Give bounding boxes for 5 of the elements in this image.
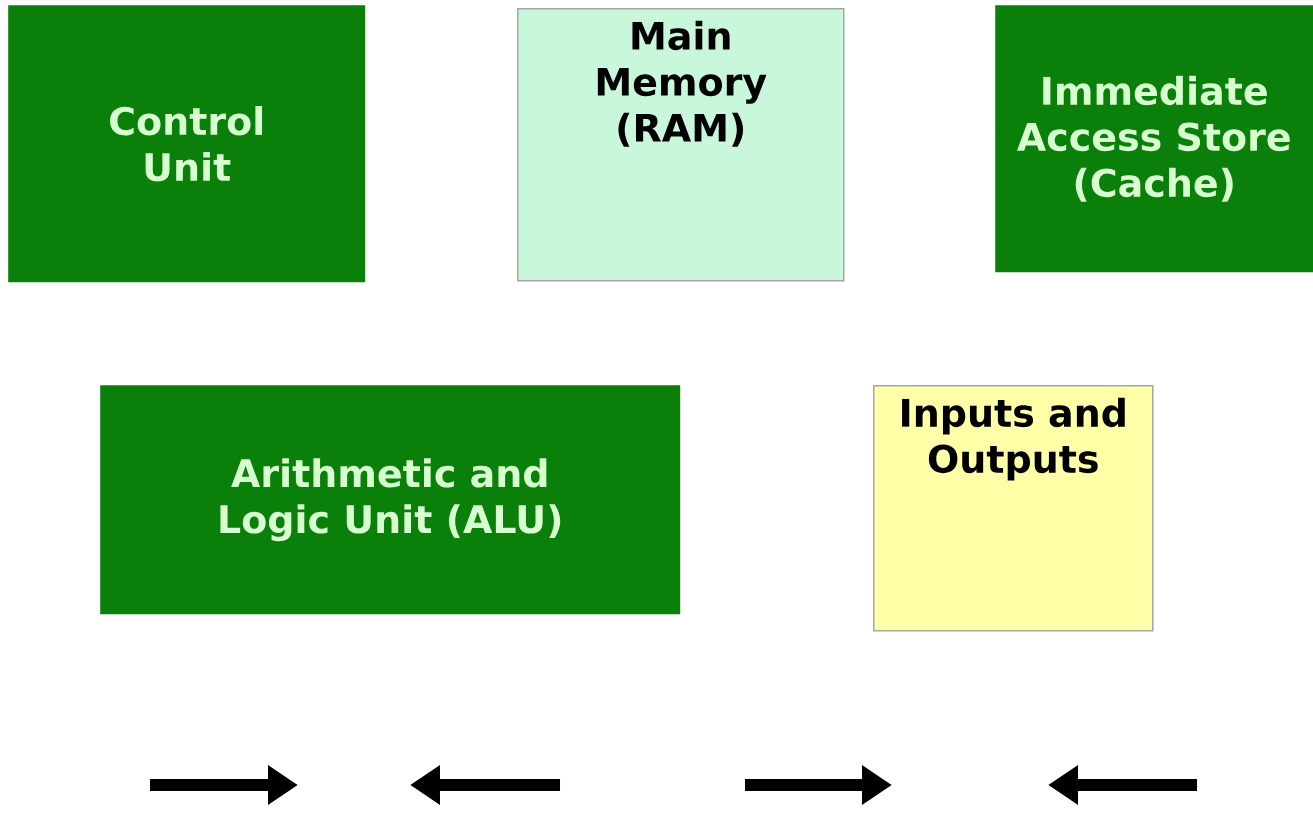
process-box: Main Memory (RAM) [517,8,845,282]
process-box: Control Unit [8,5,366,283]
process-box: Immediate Access Store (Cache) [995,5,1313,273]
process-box: Arithmetic and Logic Unit (ALU) [100,385,681,615]
process-box: Inputs and Outputs [873,385,1154,632]
